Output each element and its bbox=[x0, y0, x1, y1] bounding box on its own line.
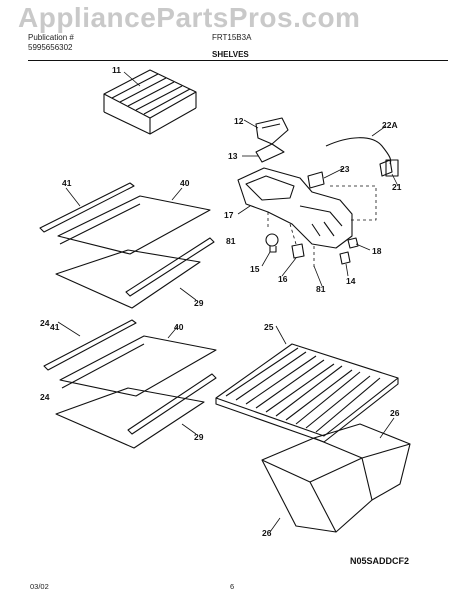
part-label-14: 14 bbox=[346, 276, 356, 286]
part-label-23: 23 bbox=[340, 164, 350, 174]
part-label-16: 16 bbox=[278, 274, 288, 284]
part-label-17: 17 bbox=[224, 210, 234, 220]
part-label-26-right: 26 bbox=[390, 408, 400, 418]
part-label-25: 25 bbox=[264, 322, 274, 332]
lamp-bulb bbox=[265, 233, 279, 253]
fitting-18 bbox=[347, 237, 359, 249]
header-rule bbox=[28, 60, 448, 61]
part-label-13: 13 bbox=[228, 151, 238, 161]
footer-date: 03/02 bbox=[30, 582, 49, 591]
part-label-26-left: 26 bbox=[262, 528, 272, 538]
deflector-part bbox=[255, 143, 285, 163]
lower-shelf-assembly bbox=[43, 319, 217, 449]
drawing-code: N05SADDCF2 bbox=[350, 556, 410, 566]
part-label-24-lower: 24 bbox=[40, 392, 50, 402]
part-label-81-right: 81 bbox=[316, 284, 326, 294]
part-label-18: 18 bbox=[372, 246, 382, 256]
part-label-41-lower: 41 bbox=[50, 322, 60, 332]
upper-shelf-assembly bbox=[39, 182, 215, 309]
leader-lines bbox=[57, 71, 399, 533]
wire-harness bbox=[325, 137, 399, 177]
control-housing bbox=[237, 167, 353, 249]
fitting-14 bbox=[339, 251, 351, 265]
part-label-11: 11 bbox=[112, 65, 121, 75]
watermark-logo: AppliancePartsPros.com bbox=[18, 2, 361, 33]
part-label-40-lower: 40 bbox=[174, 322, 184, 332]
part-label-21: 21 bbox=[392, 182, 402, 192]
crisper-cover bbox=[215, 343, 399, 443]
part-label-81-left: 81 bbox=[226, 236, 236, 246]
section-title: SHELVES bbox=[212, 50, 249, 59]
part-label-40-upper: 40 bbox=[180, 178, 190, 188]
part-label-24-upper: 24 bbox=[40, 318, 50, 328]
publication-number: 5995656302 bbox=[28, 43, 73, 52]
publication-label: Publication # bbox=[28, 33, 74, 42]
part-label-12: 12 bbox=[234, 116, 244, 126]
part-label-15: 15 bbox=[250, 264, 260, 274]
part-label-29-upper: 29 bbox=[194, 298, 204, 308]
crisper-drawers bbox=[261, 423, 411, 533]
model-number: FRT15B3A bbox=[212, 33, 252, 42]
wire-shelf-rack bbox=[103, 69, 197, 135]
part-label-41-upper: 41 bbox=[62, 178, 72, 188]
page-number: 6 bbox=[230, 582, 235, 591]
part-label-29-lower: 29 bbox=[194, 432, 204, 442]
lamp-socket bbox=[291, 243, 305, 259]
clip-part bbox=[255, 117, 289, 145]
thermostat-part bbox=[307, 171, 325, 189]
connector-21 bbox=[379, 159, 393, 177]
part-label-22a: 22A bbox=[382, 120, 398, 130]
